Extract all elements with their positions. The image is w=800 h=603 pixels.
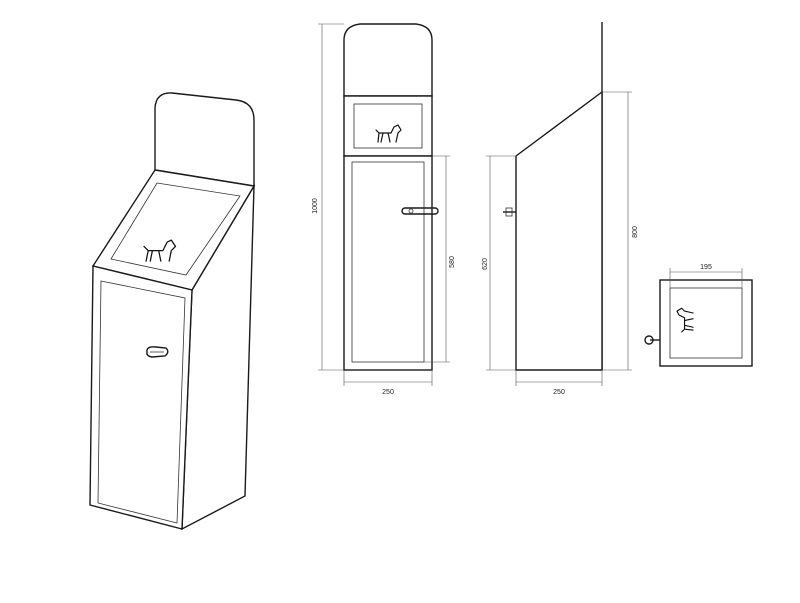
- door-handle-icon: [146, 346, 169, 358]
- dim-top-width: 195: [700, 264, 712, 271]
- top-view: 195: [644, 264, 753, 367]
- dog-icon: [676, 307, 694, 333]
- dim-front-door-height: 580: [449, 256, 456, 268]
- top-outer: [659, 279, 753, 367]
- front-door: [351, 161, 425, 363]
- door-handle-icon: [503, 207, 516, 217]
- dim-front-width: 250: [382, 389, 394, 396]
- dim-side-width: 250: [553, 389, 565, 396]
- front-header: [343, 23, 433, 97]
- dog-icon: [375, 124, 402, 143]
- key-lock-icon: [644, 335, 660, 345]
- front-view: 1000 580 250: [312, 23, 456, 396]
- front-cabinet: [343, 155, 433, 371]
- iso-front-door: [97, 280, 186, 524]
- front-window-frame: [343, 95, 433, 157]
- door-handle-icon: [401, 207, 439, 215]
- dim-side-back-height: 800: [632, 226, 639, 238]
- top-inner: [669, 287, 743, 359]
- dim-side-front-height: 620: [482, 258, 489, 270]
- iso-top-inset: [110, 182, 241, 276]
- isometric-view: [89, 92, 256, 531]
- front-window-inset: [353, 103, 423, 149]
- side-body: [515, 90, 603, 371]
- side-view: 620 800 250: [482, 22, 639, 396]
- dog-icon: [143, 239, 177, 262]
- dim-front-height: 1000: [312, 198, 319, 214]
- iso-back-panel: [154, 92, 255, 187]
- iso-front-face: [89, 265, 193, 530]
